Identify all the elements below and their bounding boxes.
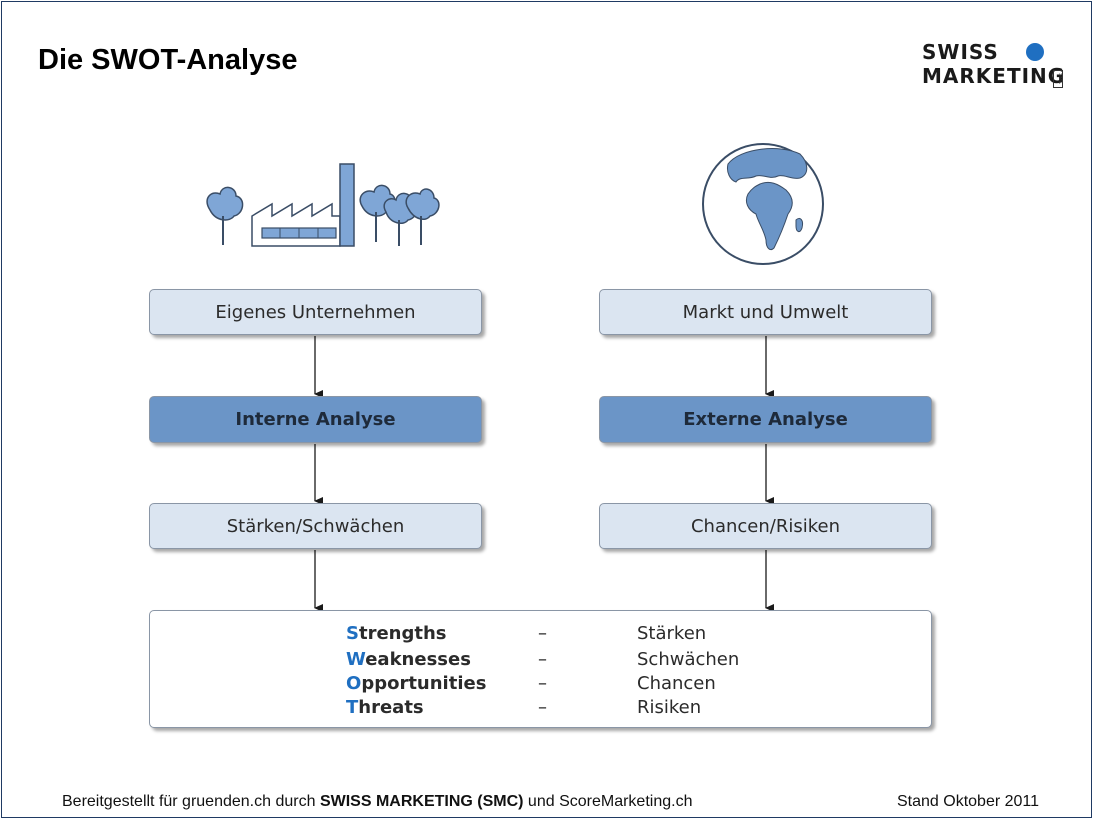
- globe-icon: [702, 143, 824, 265]
- swot-term: Threats: [346, 697, 424, 718]
- swot-row-threats: Threats – Risiken: [150, 697, 931, 719]
- box-eigenes-unternehmen: Eigenes Unternehmen: [149, 289, 482, 335]
- box-markt-und-umwelt: Markt und Umwelt: [599, 289, 932, 335]
- footer-credit: Bereitgestellt für gruenden.ch durch SWI…: [62, 793, 693, 810]
- swot-translation: Schwächen: [637, 649, 740, 670]
- box-externe-analyse: Externe Analyse: [599, 396, 932, 443]
- swot-translation: Chancen: [637, 673, 716, 694]
- swot-term: Strengths: [346, 623, 447, 644]
- logo-line-2: MARKETING: [922, 64, 1066, 88]
- swot-translation: Stärken: [637, 623, 707, 644]
- swot-dash: –: [538, 697, 547, 718]
- logo-line-1: SWISS: [922, 40, 999, 64]
- swot-row-opportunities: Opportunities – Chancen: [150, 673, 931, 695]
- footer-date: Stand Oktober 2011: [897, 793, 1040, 810]
- swot-summary-box: Strengths – Stärken Weaknesses – Schwäch…: [149, 610, 932, 728]
- swot-row-strengths: Strengths – Stärken: [150, 623, 931, 645]
- swot-row-weaknesses: Weaknesses – Schwächen: [150, 649, 931, 671]
- swot-term: Weaknesses: [346, 649, 471, 670]
- box-interne-analyse: Interne Analyse: [149, 396, 482, 443]
- factory-icon: [206, 163, 440, 247]
- logo-dot-icon: [1026, 43, 1044, 61]
- swot-dash: –: [538, 649, 547, 670]
- swot-term: Opportunities: [346, 673, 487, 694]
- swot-translation: Risiken: [637, 697, 702, 718]
- box-chancen-risiken: Chancen/Risiken: [599, 503, 932, 549]
- logo-badge: SMC: [1053, 70, 1063, 88]
- page-title: Die SWOT-Analyse: [38, 44, 298, 76]
- swot-dash: –: [538, 623, 547, 644]
- swot-dash: –: [538, 673, 547, 694]
- swiss-marketing-logo: SWISS MARKETING SMC: [922, 40, 1066, 100]
- box-staerken-schwaechen: Stärken/Schwächen: [149, 503, 482, 549]
